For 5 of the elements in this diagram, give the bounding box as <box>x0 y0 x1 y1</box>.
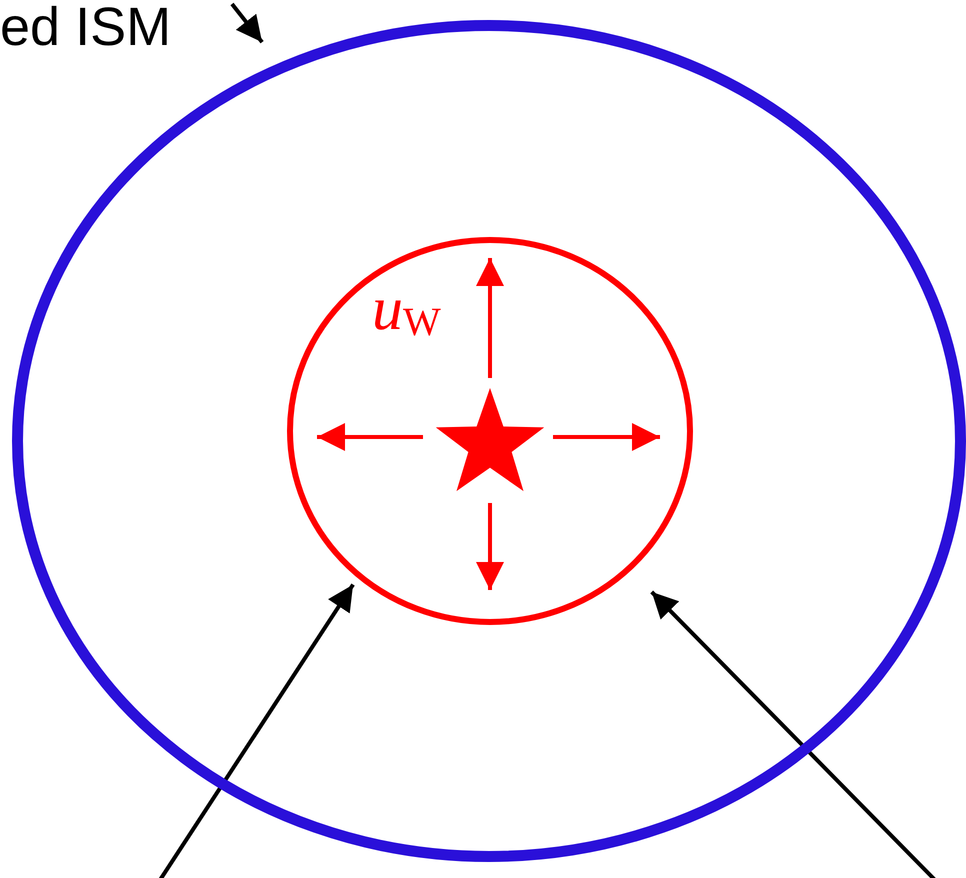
arrow <box>650 590 936 878</box>
arrow <box>158 583 355 878</box>
region-label: ed ISM <box>0 0 172 54</box>
arrow <box>230 2 264 44</box>
velocity-label: u$_{W}$ <box>372 278 441 342</box>
